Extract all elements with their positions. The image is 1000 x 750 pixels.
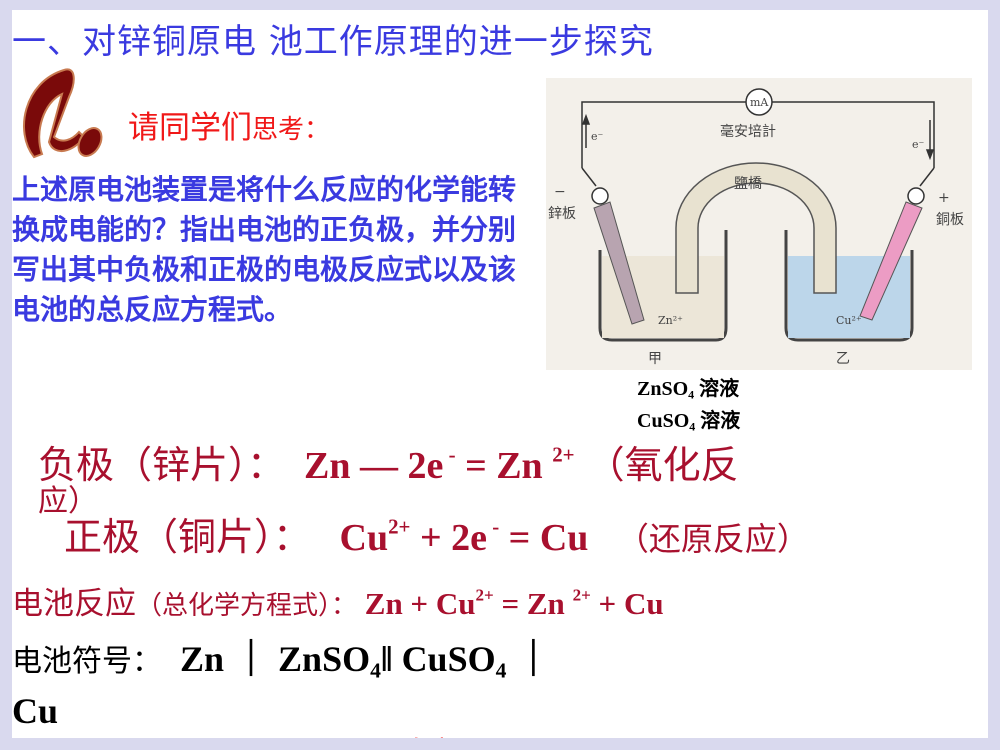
negative-electrode-equation: 负极（锌片）： Zn — 2e - = Zn 2+ （氧化反 <box>38 442 739 487</box>
copper-plate <box>859 201 923 321</box>
meter-label: mA <box>750 96 769 109</box>
milliammeter <box>745 88 773 116</box>
plus-sign: + <box>938 190 950 206</box>
zinc-plate-label: 鋅板 <box>548 206 576 222</box>
cuso4-solution-label: CuSO4 溶液 <box>637 410 741 434</box>
wire-right <box>772 101 935 168</box>
cell-symbol: 电池符号： Zn ｜ ZnSO4‖ CuSO4 ｜ <box>12 639 552 683</box>
question-text: 上述原电池装置是将什么反应的化学能转换成电能的？指出电池的正负极，并分别写出其中… <box>12 173 517 326</box>
zinc-plate <box>593 201 645 325</box>
zn-ion-label: Zn²⁺ <box>658 314 683 327</box>
electron-left: e⁻ <box>591 130 604 143</box>
electron-right: e⁻ <box>912 138 925 151</box>
minus-sign: − <box>554 184 566 200</box>
think-prompt: 请同学们思考： <box>128 102 330 147</box>
meter-name: 毫安培計 <box>720 123 776 140</box>
beaker-right-label: 乙 <box>836 351 850 367</box>
zn-cu-cell-diagram: mA 毫安培計 e⁻ e⁻ 鹽橋 − 鋅板 + 銅板 Zn²⁺ Cu²⁺ 甲 乙 <box>546 78 972 370</box>
cell-symbol-wrap: Cu <box>12 691 59 731</box>
copper-plate-label: 銅板 <box>936 212 964 228</box>
negative-note-wrap: 应） <box>38 484 98 519</box>
cell-reaction: 电池反应（总化学方程式）： Zn + Cu2+ = Zn 2+ + Cu <box>12 585 664 622</box>
znso4-solution-label: ZnSO4 溶液 <box>637 378 740 402</box>
decorative-a-logo-icon <box>23 68 103 159</box>
salt-bridge-label: 鹽橋 <box>734 176 762 192</box>
slide-title: 一、对锌铜原电 池工作原理的进一步探究 <box>12 22 654 62</box>
beaker-left-label: 甲 <box>648 351 662 367</box>
prompt-small: 思考： <box>252 115 331 145</box>
positive-electrode-equation: 正极（铜片）： Cu2+ + 2e - = Cu （还原反应） <box>64 514 809 559</box>
slide: 一、对锌铜原电 池工作原理的进一步探究 请同学们思考： 上述原电池装置是将什么反… <box>12 10 988 738</box>
bottom-partial-text: 负极 <box>405 728 465 738</box>
cu-ion-label: Cu²⁺ <box>836 314 862 327</box>
prompt-main: 请同学们 <box>128 110 252 146</box>
salt-bridge <box>675 162 837 294</box>
wire-left <box>581 101 746 168</box>
